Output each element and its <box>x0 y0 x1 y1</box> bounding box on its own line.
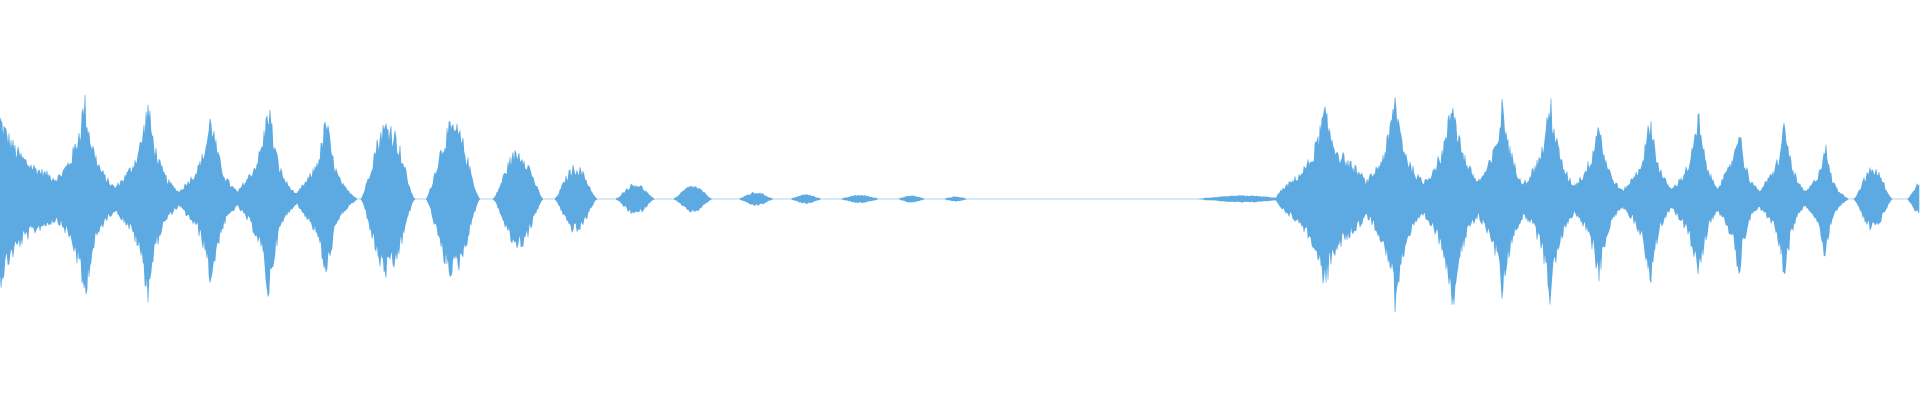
waveform-envelope <box>0 94 1920 313</box>
